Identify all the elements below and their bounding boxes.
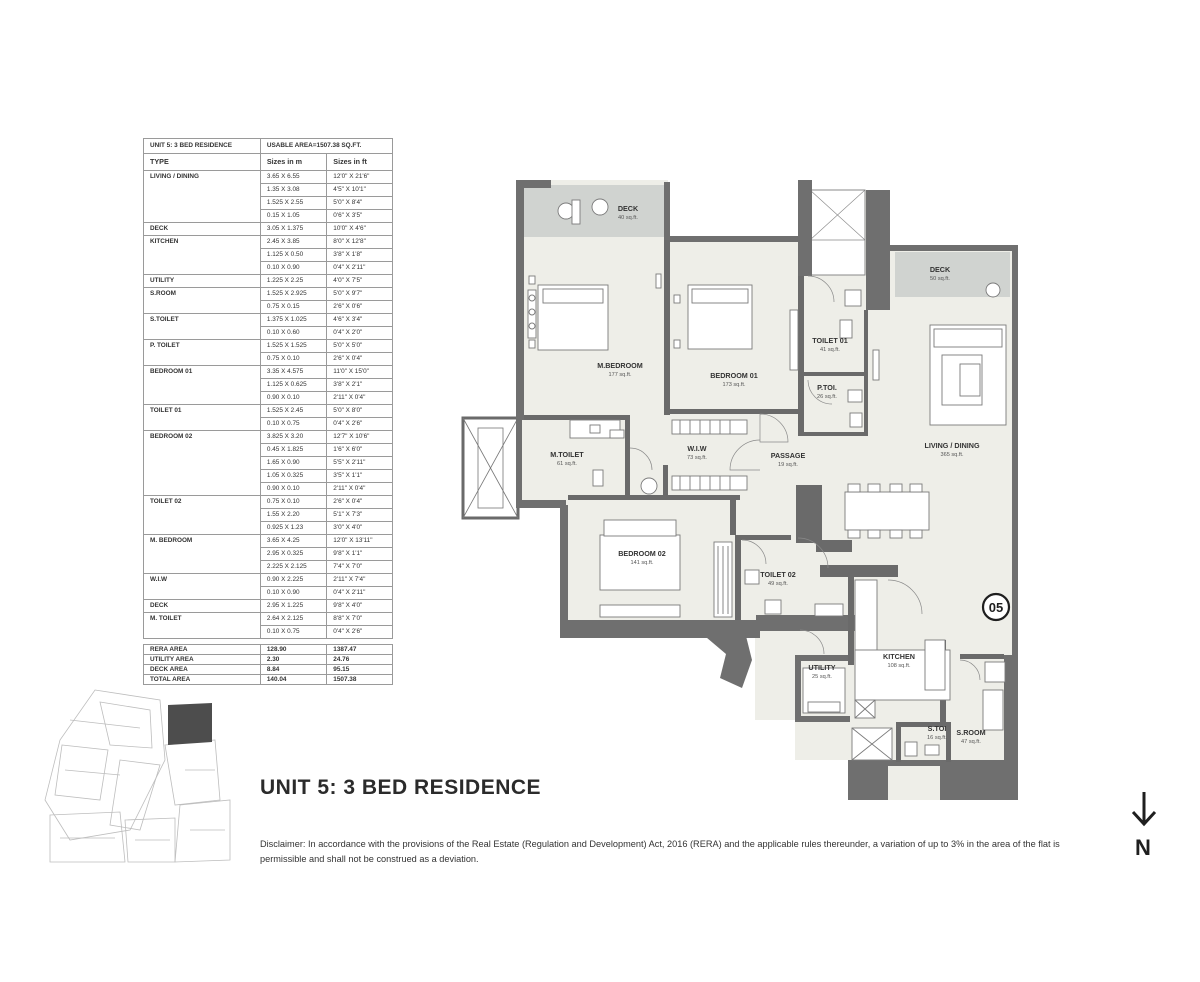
room-name: P.TOI.	[817, 383, 837, 392]
room-name: DECK	[930, 265, 951, 274]
room-area: 19 sq.ft.	[778, 462, 798, 468]
room-name: UTILITY	[808, 663, 835, 672]
unit-badge: 05	[981, 592, 1011, 622]
unit-title: UNIT 5: 3 BED RESIDENCE	[260, 776, 542, 799]
room-area: 49 sq.ft.	[768, 581, 788, 587]
room-name: BEDROOM 01	[710, 371, 758, 380]
key-plan-unit-highlight	[168, 703, 212, 745]
room-area: 177 sq.ft.	[608, 372, 631, 378]
room-area: 47 sq.ft.	[961, 739, 981, 745]
room-name: M.TOILET	[550, 450, 584, 459]
area-spec-table: UNIT 5: 3 BED RESIDENCE USABLE AREA=1507…	[143, 138, 394, 685]
room-area: 73 sq.ft.	[687, 455, 707, 461]
walls	[516, 180, 1018, 800]
room-name: M.BEDROOM	[597, 361, 643, 370]
room-name: W.I.W	[687, 444, 706, 453]
plan-floor	[518, 180, 1015, 800]
spec-summary-m: 140.04	[259, 674, 328, 685]
door-swings	[629, 275, 981, 681]
room-area: 40 sq.ft.	[618, 215, 638, 221]
furniture	[527, 198, 1007, 761]
north-arrow-icon	[1131, 792, 1157, 827]
spec-summary-ft: 1507.38	[326, 674, 393, 685]
north-label: N	[1135, 835, 1151, 860]
room-area: 41 sq.ft.	[820, 347, 840, 353]
room-name: KITCHEN	[883, 652, 915, 661]
room-labels: DECK 40 sq.ft. M.BEDROOM 177 sq.ft. BEDROOM …	[550, 204, 985, 745]
room-name: DECK	[618, 204, 639, 213]
key-plan	[44, 689, 231, 863]
area-spec-body: UNIT 5: 3 BED RESIDENCE USABLE AREA=1507…	[143, 138, 394, 685]
room-name: LIVING / DINING	[924, 441, 980, 450]
spec-column-header-row: TYPE Sizes in m Sizes in ft	[143, 153, 393, 171]
disclaimer: Disclaimer: In accordance with the provi…	[260, 839, 1060, 864]
room-name: TOILET 02	[760, 570, 795, 579]
unit-badge-text: 05	[989, 600, 1003, 615]
room-name: S.ROOM	[956, 728, 985, 737]
spec-ft-cell: 7'4" X 7'0"	[326, 560, 393, 574]
room-area: 16 sq.ft.	[927, 735, 947, 741]
room-area: 108 sq.ft.	[887, 663, 910, 669]
room-name: TOILET 01	[812, 336, 847, 345]
room-area: 365 sq.ft.	[940, 452, 963, 458]
room-area: 25 sq.ft.	[812, 674, 832, 680]
room-name: PASSAGE	[771, 451, 806, 460]
north-indicator: N	[1124, 790, 1164, 870]
room-name: S.TOI	[928, 724, 947, 733]
spec-header-row: UNIT 5: 3 BED RESIDENCE USABLE AREA=1507…	[143, 138, 394, 154]
room-area: 61 sq.ft.	[557, 461, 577, 467]
room-name: BEDROOM 02	[618, 549, 666, 558]
room-area: 173 sq.ft.	[722, 382, 745, 388]
room-area: 50 sq.ft.	[930, 276, 950, 282]
room-area: 141 sq.ft.	[630, 560, 653, 566]
shaft	[809, 189, 866, 276]
room-area: 26 sq.ft.	[817, 394, 837, 400]
